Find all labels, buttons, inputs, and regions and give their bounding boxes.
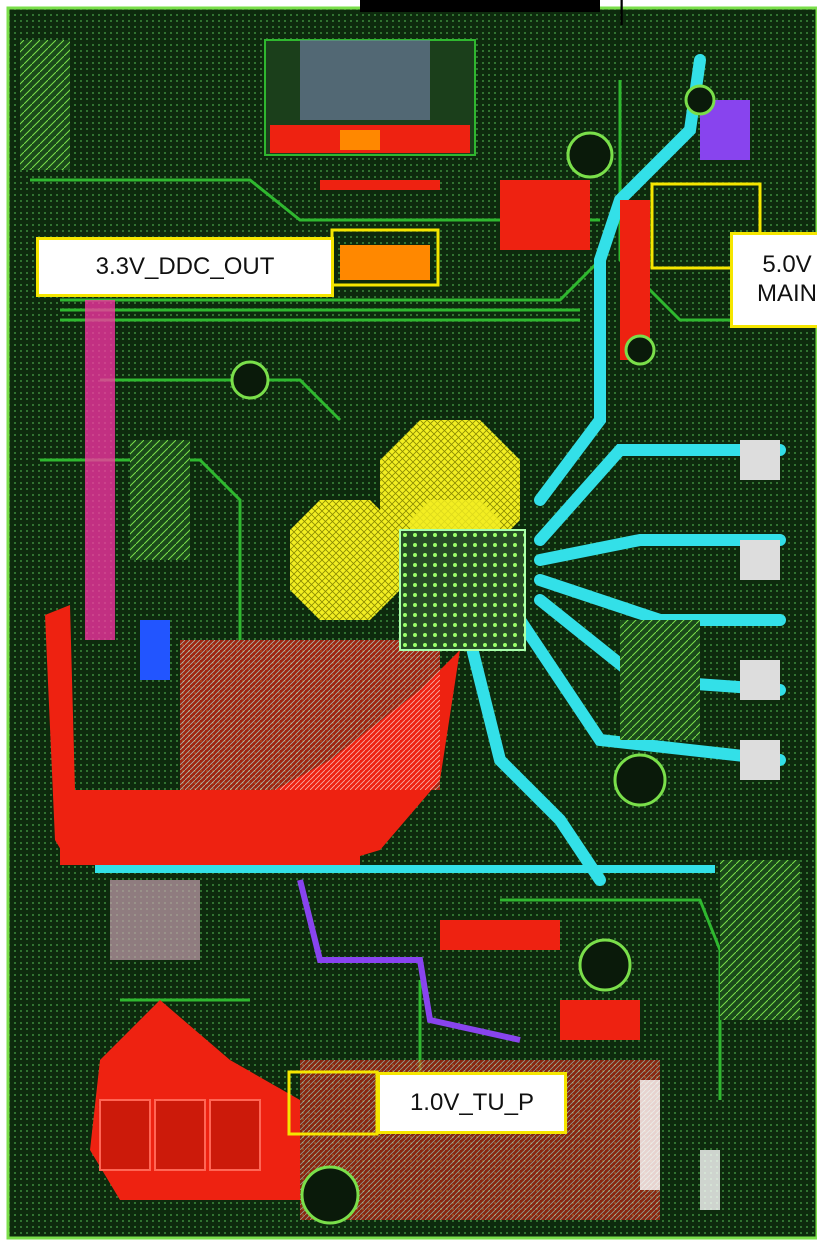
mounting-holes bbox=[230, 84, 716, 1225]
hatched-block-3 bbox=[620, 620, 700, 740]
yellow-power-octagon-left bbox=[290, 500, 400, 620]
top-tab-marker: | bbox=[618, 0, 626, 25]
callout-1v0-tu-p: 1.0V_TU_P bbox=[377, 1072, 567, 1134]
highlight-5v0-main-region bbox=[650, 182, 762, 270]
hatched-block-1 bbox=[130, 440, 190, 560]
hatched-block-5 bbox=[110, 880, 200, 960]
right-edge-connectors bbox=[740, 440, 780, 780]
top-black-tab bbox=[360, 0, 600, 12]
green-traces bbox=[30, 80, 780, 1120]
purple-trace bbox=[297, 879, 521, 1043]
callout-3v3-ddc-out: 3.3V_DDC_OUT bbox=[36, 237, 334, 297]
hatched-block-4 bbox=[720, 860, 800, 1020]
red-hatched-area bbox=[180, 640, 440, 790]
callout-5v0-main: 5.0V MAIN bbox=[730, 232, 817, 328]
soc-bga bbox=[399, 529, 526, 651]
blue-block-left bbox=[140, 620, 170, 680]
top-connector bbox=[264, 39, 476, 156]
red-octagon-cluster bbox=[99, 1099, 261, 1171]
pad-matrix bbox=[640, 1080, 720, 1210]
hatched-block-2 bbox=[20, 40, 70, 170]
magenta-bus bbox=[85, 300, 115, 640]
orange-component bbox=[340, 245, 430, 280]
cyan-bus-bottom bbox=[95, 865, 715, 873]
